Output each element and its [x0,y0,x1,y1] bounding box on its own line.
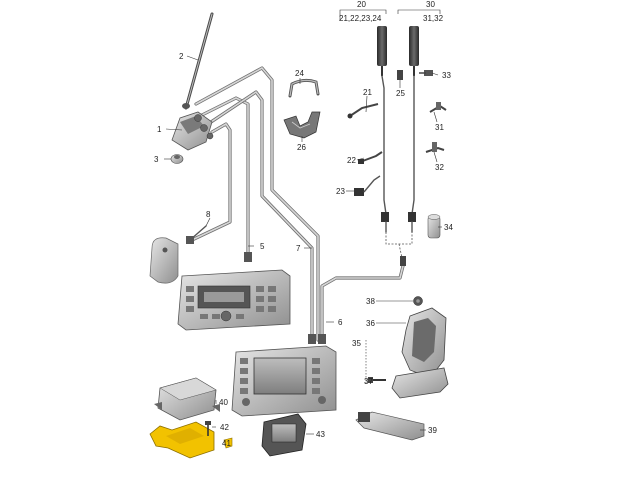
label-part-3: 3 [154,155,159,164]
label-part-38: 38 [366,297,375,306]
radio-unit [177,269,291,331]
label-part-26: 26 [297,143,306,152]
label-part-33: 33 [442,71,451,80]
part-number-labels: 1 2 3 5 6 7 8 20 21,22,23,24 30 31,32 21… [154,0,453,448]
label-part-20-sub: 21,22,23,24 [339,14,382,23]
rail-39 [355,411,425,441]
screw-33 [419,70,433,76]
clip-32 [425,142,445,153]
label-part-36: 36 [366,319,375,328]
cable-clip-22 [358,151,383,164]
cable-set-20 [377,26,389,233]
plug-23 [354,175,381,196]
control-unit-40 [154,377,220,421]
cable-connector [318,334,326,344]
bracket-26 [283,111,321,139]
cable-connector [308,334,316,344]
cable-junction [385,232,413,266]
cable-8 [189,225,207,241]
label-part-37: 37 [364,377,373,386]
roof-antenna-base [171,111,214,151]
label-part-39: 39 [428,426,437,435]
label-part-5: 5 [260,242,265,251]
label-part-7: 7 [296,244,301,253]
label-part-42: 42 [220,423,229,432]
bracket-41 [149,421,233,459]
label-part-23: 23 [336,187,345,196]
screw-37 [368,377,386,383]
cable-connector [244,252,252,262]
cable-clip-21 [347,103,379,119]
label-part-32: 32 [435,163,444,172]
antenna-nut [170,154,184,164]
antenna-rod [182,12,214,110]
label-part-21: 21 [363,88,372,97]
phone-holder [149,237,179,284]
antenna-cable-harness [186,66,406,344]
label-part-31: 31 [435,123,444,132]
plug-25 [397,70,403,80]
clip-31 [429,102,447,113]
cable-set-30 [408,26,419,233]
label-part-40: 40 [219,398,228,407]
label-part-25: 25 [396,89,405,98]
bolt-38 [413,296,423,306]
label-part-34: 34 [444,223,453,232]
mounting-bracket-36 [391,307,449,399]
display-unit-43 [261,413,307,457]
label-part-8: 8 [206,210,211,219]
label-part-30-sub: 31,32 [423,14,444,23]
label-part-43: 43 [316,430,325,439]
label-part-6: 6 [338,318,343,327]
label-part-41: 41 [222,439,231,448]
label-part-20: 20 [357,0,366,9]
label-part-35: 35 [352,339,361,348]
screw-42 [205,421,211,436]
label-part-30: 30 [426,0,435,9]
cap-34 [427,214,441,239]
label-part-24: 24 [295,69,304,78]
holder-24 [288,78,320,98]
navigation-unit [231,345,337,417]
leader-lines [164,9,442,435]
label-part-1: 1 [157,125,162,134]
label-part-22: 22 [347,156,356,165]
label-part-2: 2 [179,52,184,61]
